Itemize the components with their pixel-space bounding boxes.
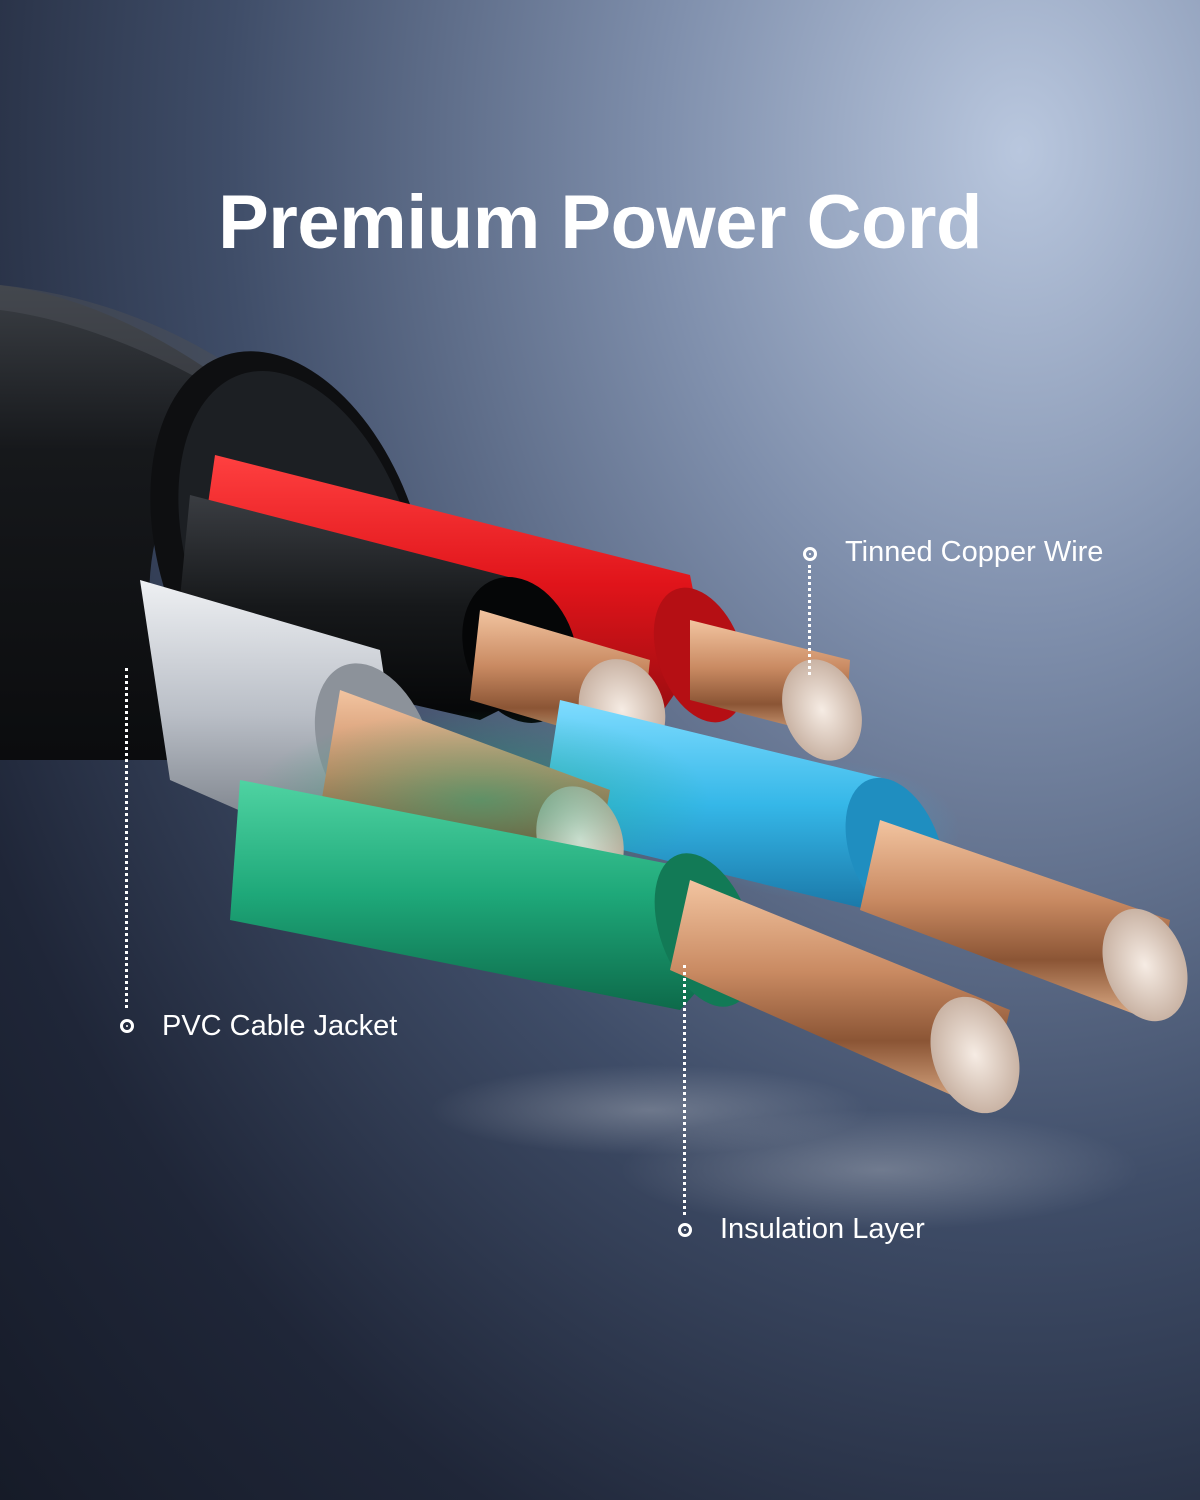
insulation-label: Insulation Layer xyxy=(720,1213,925,1245)
tinned-copper-label: Tinned Copper Wire xyxy=(845,536,1104,568)
blue-core xyxy=(540,700,1188,1022)
green-core xyxy=(230,710,1020,1114)
pvc-jacket-label: PVC Cable Jacket xyxy=(162,1010,398,1042)
tinned-copper-marker-icon xyxy=(803,547,817,561)
pvc-jacket-marker-icon xyxy=(120,1019,134,1033)
pvc-jacket-leader-line xyxy=(125,668,128,1008)
insulation-marker-icon xyxy=(678,1223,692,1237)
tinned-copper-leader-line xyxy=(808,565,811,675)
page-title: Premium Power Cord xyxy=(218,179,982,265)
insulation-leader-line xyxy=(683,965,686,1215)
